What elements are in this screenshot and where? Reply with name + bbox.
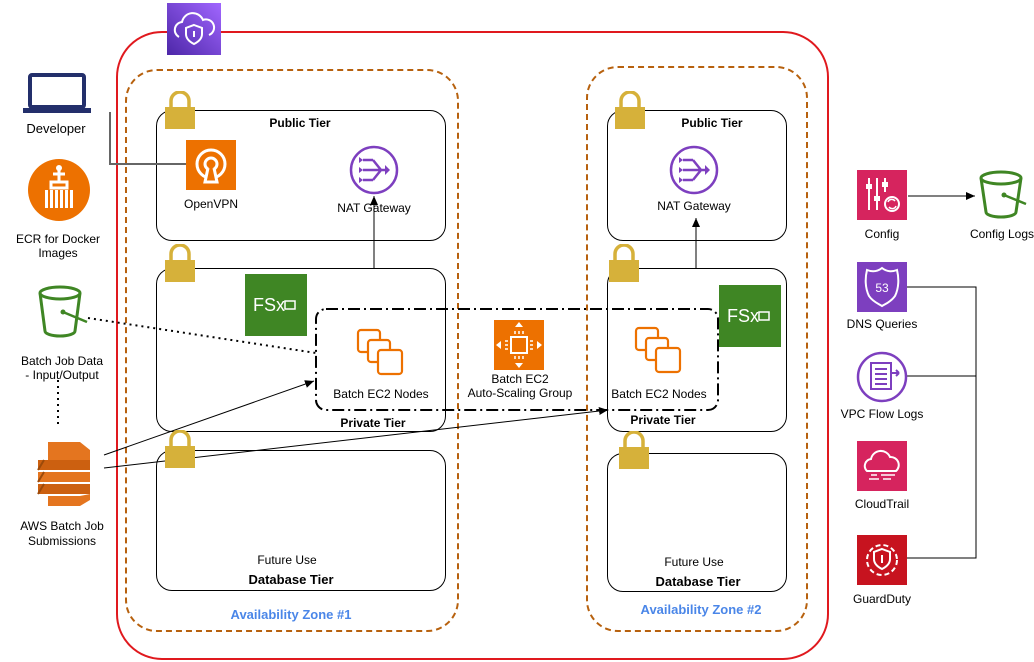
az1-future-use-label: Future Use [257,553,317,567]
submissions-to-az1-nodes-arrow [103,380,315,456]
batch-data-label-line1: Batch Job Data [20,354,104,368]
az2-fsx-icon: FSx [719,285,781,352]
auto-scaling-icon [494,320,544,375]
az1-name-label: Availability Zone #1 [230,607,352,622]
batch-data-label-line2: - Input/Output [25,368,99,382]
az1-public-tier-label: Public Tier [269,116,331,130]
config-label: Config [864,227,900,241]
developer-label: Developer [26,121,86,136]
asg-label-line2: Auto-Scaling Group [467,386,573,400]
openvpn-label: OpenVPN [183,197,239,211]
az1-database-tier [156,450,446,591]
route53-badge-text: 53 [875,281,889,295]
vpc-flow-logs-label: VPC Flow Logs [840,407,924,421]
auto-scaling-group-boundary [315,308,719,411]
az2-database-lock-icon [618,430,650,474]
az2-private-tier-label: Private Tier [630,413,696,427]
az2-private-lock-icon [608,243,640,287]
az2-batch-nodes-label: Batch EC2 Nodes [611,387,707,401]
route53-icon: 53 [857,262,907,317]
config-icon [857,170,907,225]
az1-private-tier-label: Private Tier [340,416,406,430]
az1-private-lock-icon [164,243,196,287]
cloudtrail-label: CloudTrail [854,497,910,511]
az1-database-lock-icon [164,429,196,473]
az1-ec2-instances-icon [356,328,406,381]
config-logs-label: Config Logs [969,227,1034,241]
vpc-flow-logs-icon [856,351,908,408]
vpc-boundary [116,31,829,660]
az2-database-tier-label: Database Tier [655,574,741,589]
az2-name-label: Availability Zone #2 [640,602,762,617]
az1-database-tier-label: Database Tier [248,572,334,587]
az2-public-tier-label: Public Tier [681,116,743,130]
openvpn-icon [186,140,236,195]
az1-fsx-text: FSx [253,295,285,315]
dns-queries-label: DNS Queries [846,317,918,331]
config-logs-bucket-icon [977,170,1029,227]
ecr-icon [27,158,91,227]
ecr-label-line2: Images [38,246,78,260]
batch-data-to-nodes-dotted [87,317,317,354]
az2-nat-gateway-label: NAT Gateway [657,199,731,213]
asg-label-line1: Batch EC2 [491,372,549,386]
az2-fsx-text: FSx [727,306,759,326]
az1-nat-gateway-label: NAT Gateway [337,201,411,215]
az2-database-tier [607,453,787,592]
ecr-label-line1: ECR for Docker [15,232,101,246]
guardduty-label: GuardDuty [852,592,912,606]
az1-public-lock-icon [164,90,196,134]
vpc-icon [167,3,221,60]
laptop-icon [22,73,92,120]
dns-bracket-line [906,286,977,559]
az2-nat-gateway-icon [669,145,719,200]
az2-future-use-label: Future Use [664,555,724,569]
az2-public-lock-icon [614,90,646,134]
availability-zone-1 [125,69,459,632]
az1-batch-nodes-label: Batch EC2 Nodes [333,387,429,401]
s3-bucket-icon [36,285,92,346]
az1-nat-gateway-icon [349,145,399,200]
developer-to-openvpn-line [109,112,186,165]
cloudtrail-icon [857,441,907,496]
guardduty-icon [857,535,907,590]
batch-submissions-label-line1: AWS Batch Job [20,519,104,533]
az1-fsx-icon: FSx [245,274,307,341]
az2-ec2-instances-icon [634,326,684,379]
batch-submissions-label-line2: Submissions [27,534,97,548]
aws-batch-icon [34,438,94,513]
availability-zone-2 [586,66,808,632]
